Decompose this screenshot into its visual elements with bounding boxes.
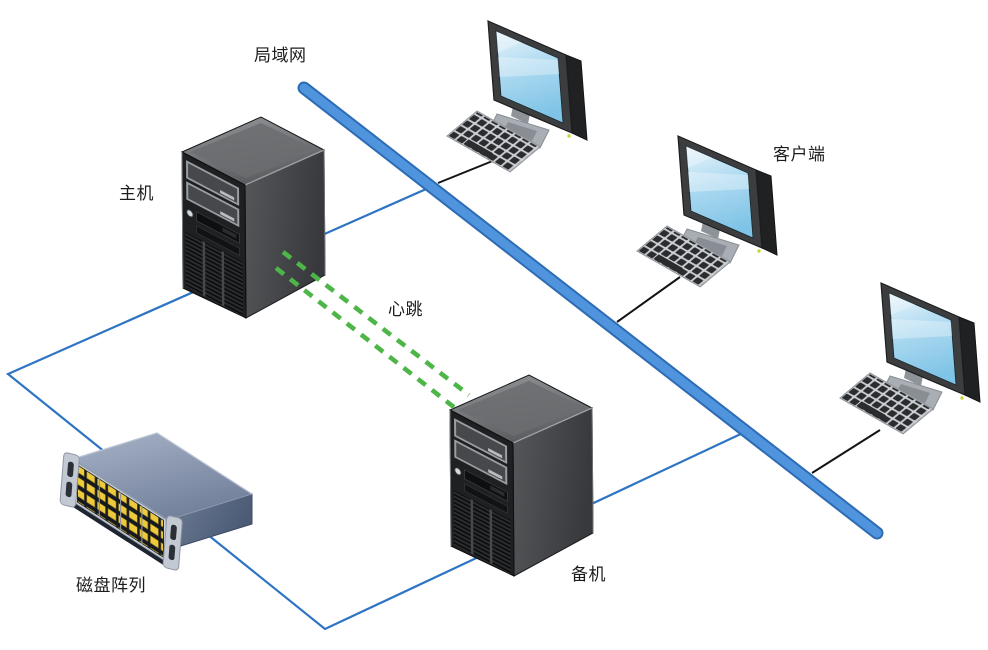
backup-label: 备机	[571, 565, 606, 584]
client1-icon	[446, 20, 588, 173]
client3-icon	[839, 282, 981, 435]
rack-ear-left	[59, 452, 80, 508]
disk-array-label: 磁盘阵列	[76, 576, 146, 595]
lan-label: 局域网	[254, 46, 307, 65]
host-label: 主机	[119, 184, 154, 203]
client2-cable	[616, 276, 681, 323]
host-server-icon	[181, 116, 326, 319]
client2-icon	[636, 135, 778, 288]
backup-server-icon	[449, 374, 594, 577]
client1-cable	[437, 157, 501, 184]
disk-array-icon	[59, 432, 254, 571]
storage-network-line	[5, 184, 746, 631]
disk-panel	[74, 460, 167, 563]
rack-ear-right	[162, 515, 183, 571]
heartbeat-label: 心跳	[388, 300, 423, 319]
client-label: 客户端	[773, 145, 826, 164]
heartbeat-dashed-line	[274, 250, 471, 410]
client3-cable	[811, 429, 881, 474]
lan-trunk-line	[297, 81, 884, 540]
